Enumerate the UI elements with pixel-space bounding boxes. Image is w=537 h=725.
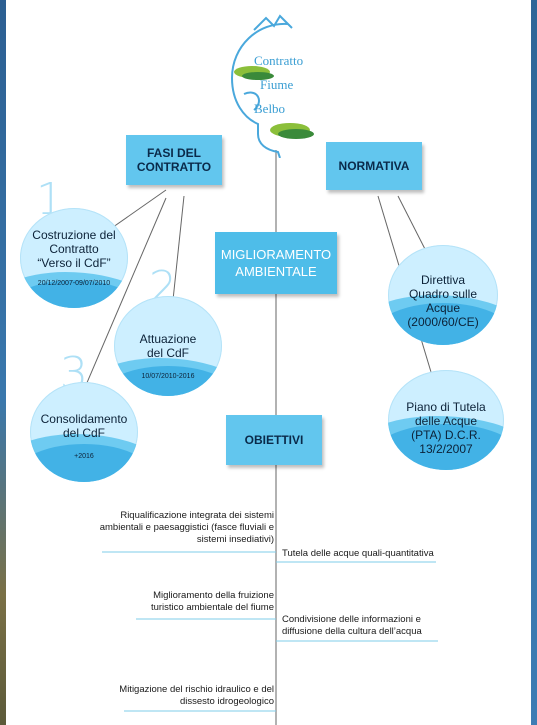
connector-normativa-1 xyxy=(397,195,429,256)
connector-fasi-2 xyxy=(172,195,185,301)
logo-contratto-fiume-belbo: Contratto Fiume Belbo xyxy=(218,6,346,159)
box-miglioramento-label: MIGLIORAMENTO AMBIENTALE xyxy=(220,247,332,279)
logo-text-fiume: Fiume xyxy=(260,77,294,92)
box-obiettivi: OBIETTIVI xyxy=(226,415,322,465)
fase-1-dates: 20/12/2007-09/07/2010 xyxy=(37,280,111,287)
logo-text-belbo: Belbo xyxy=(254,101,286,116)
background-left-edge xyxy=(0,0,6,725)
fase-bubble-3: Consolidamento del CdF +2016 xyxy=(30,382,138,482)
box-fasi-del-contratto: FASI DEL CONTRATTO xyxy=(126,135,222,185)
obiettivo-right-2: Condivisione delle informazioni e diffus… xyxy=(282,614,422,637)
connector-fasi-1 xyxy=(105,189,167,233)
normativa-bubble-2: Piano di Tutela delle Acque (PTA) D.C.R.… xyxy=(388,370,504,470)
fase-1-title: Costruzione del Contratto “Verso il CdF” xyxy=(32,228,116,270)
obiettivo-left-2: Miglioramento della fruizione turistico … xyxy=(150,590,274,613)
fase-2-title: Attuazione del CdF xyxy=(139,332,197,360)
normativa-1-title: Direttiva Quadro sulle Acque (2000/60/CE… xyxy=(407,273,479,329)
normativa-bubble-1: Direttiva Quadro sulle Acque (2000/60/CE… xyxy=(388,245,498,345)
box-normativa: NORMATIVA xyxy=(326,142,422,190)
box-fasi-label: FASI DEL CONTRATTO xyxy=(136,146,212,174)
diagram-panel: Contratto Fiume Belbo FASI DEL CONTRATTO… xyxy=(6,0,531,725)
obiettivo-left-1: Riqualificazione integrata dei sistemi a… xyxy=(99,510,274,545)
fase-bubble-1: Costruzione del Contratto “Verso il CdF”… xyxy=(20,208,128,308)
fase-2-dates: 10/07/2010-2016 xyxy=(141,373,195,380)
box-obiettivi-label: OBIETTIVI xyxy=(244,433,304,447)
fase-3-dates: +2016 xyxy=(74,453,94,460)
background-right-edge xyxy=(531,0,537,725)
box-miglioramento-ambientale: MIGLIORAMENTO AMBIENTALE xyxy=(215,232,337,294)
obiettivo-right-1: Tutela delle acque quali-quantitativa xyxy=(282,548,434,559)
logo-graphic xyxy=(230,14,314,159)
fase-bubble-2: Attuazione del CdF 10/07/2010-2016 xyxy=(114,296,222,396)
obiettivo-left-3: Mitigazione del rischio idraulico e del … xyxy=(119,684,274,707)
normativa-2-title: Piano di Tutela delle Acque (PTA) D.C.R.… xyxy=(406,400,486,456)
box-normativa-label: NORMATIVA xyxy=(338,159,410,173)
logo-text-contratto: Contratto xyxy=(254,53,304,68)
fase-3-title: Consolidamento del CdF xyxy=(40,412,128,440)
